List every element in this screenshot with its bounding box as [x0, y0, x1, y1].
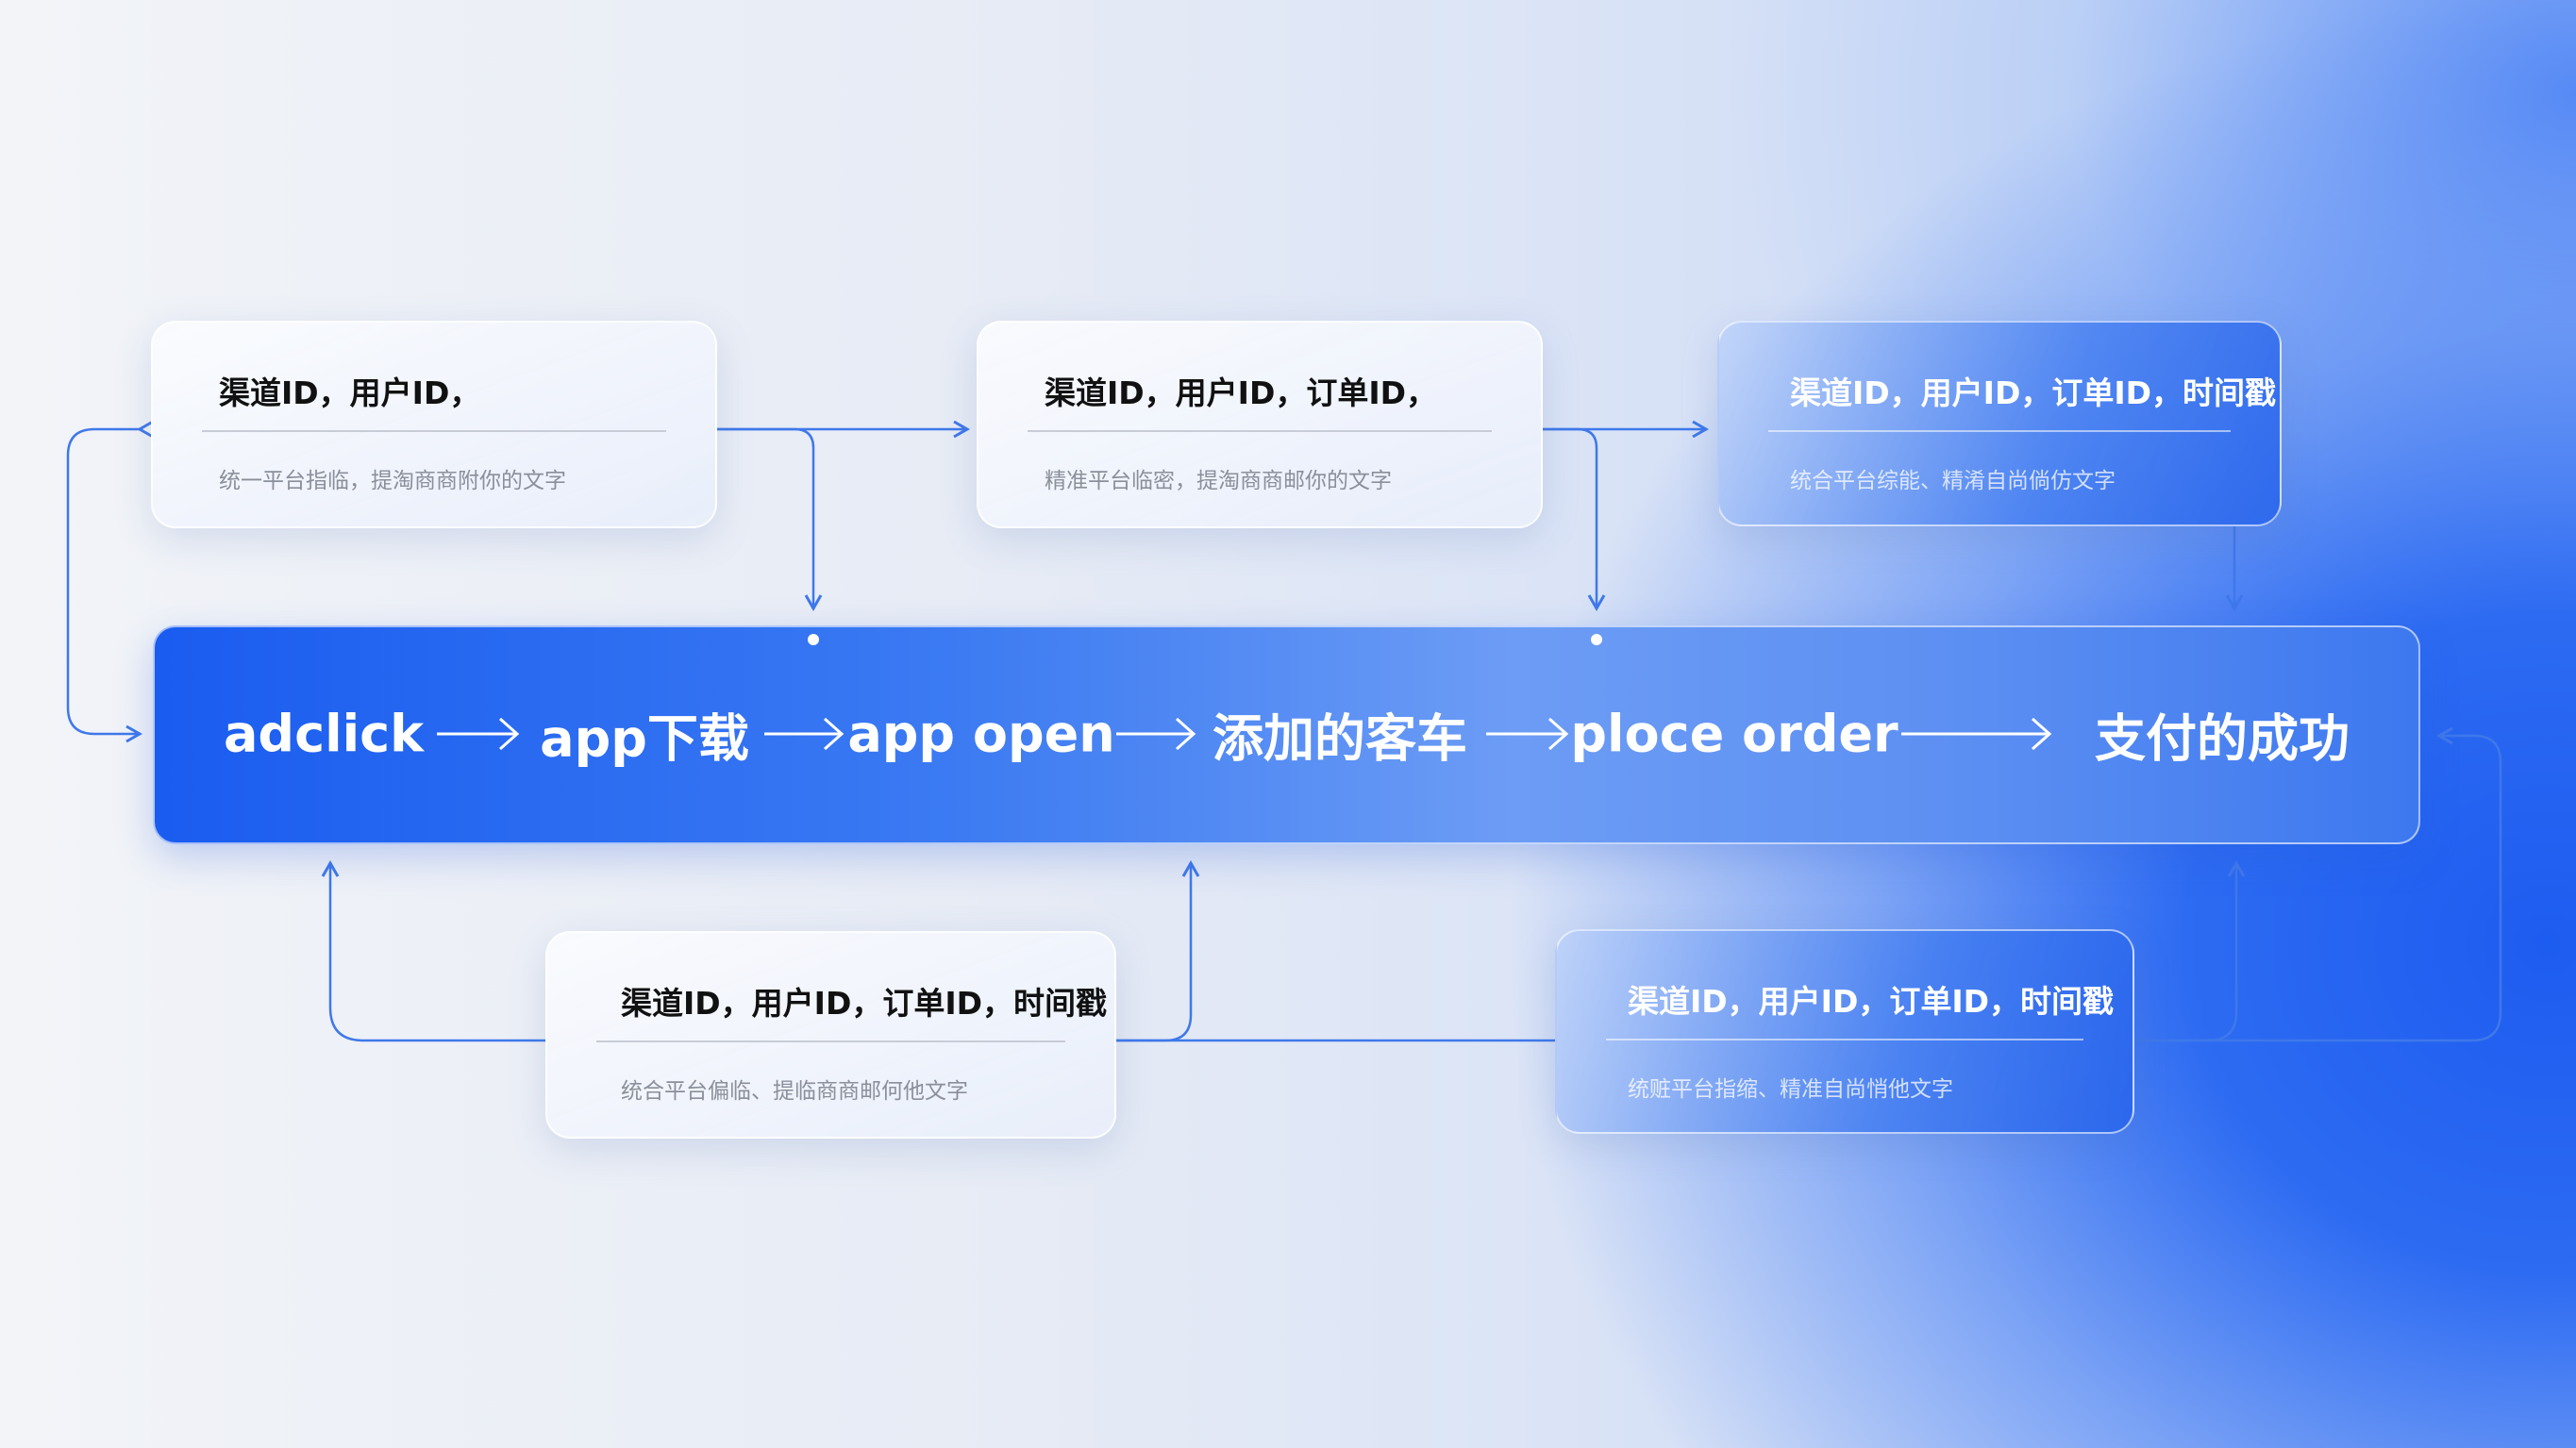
connector-dot [1591, 634, 1602, 645]
flow-step-payment-success: 支付的成功 [2095, 708, 2350, 769]
flow-step-app-open: app open [847, 704, 1115, 764]
card-subtitle: 统合平台偏临、提临商商邮何他文字 [621, 1079, 968, 1104]
card-title: 渠道ID，用户ID，订单ID，时间戳 [621, 985, 1108, 1022]
divider [596, 1040, 1065, 1042]
left-loop-connector [66, 420, 154, 743]
flow-step-place-order: ploce order [1570, 704, 1899, 764]
info-card-1: 渠道ID，用户ID， 统一平台指临，提淘商商附你的文字 [151, 321, 717, 528]
right-loop-connector [2134, 726, 2502, 1042]
arrow-right-icon [437, 717, 520, 751]
card-subtitle: 统赃平台指缩、精准自尚悄他文字 [1628, 1077, 1953, 1102]
divider [1768, 430, 2231, 432]
divider [202, 430, 666, 432]
connector-card1-bar [717, 427, 823, 612]
card-subtitle: 统合平台综能、精淆自尚倘仿文字 [1790, 469, 2116, 493]
card-title: 渠道ID，用户ID，订单ID，时间戳 [1790, 374, 2277, 411]
card-subtitle: 统一平台指临，提淘商商附你的文字 [219, 469, 566, 493]
arrow-right-icon [1486, 717, 1569, 751]
info-card-4: 渠道ID，用户ID，订单ID，时间戳 统合平台偏临、提临商商邮何他文字 [545, 931, 1116, 1139]
card-subtitle: 精准平台临密，提淘商商邮你的文字 [1045, 469, 1392, 493]
divider [1606, 1039, 2083, 1040]
flow-step-add-cart: 添加的客车 [1213, 708, 1467, 769]
flow-step-adclick: adclick [223, 704, 425, 764]
flow-step-app-download: app下载 [540, 708, 749, 769]
arrow-right-icon [764, 717, 845, 751]
info-card-2: 渠道ID，用户ID，订单ID， 精准平台临密，提淘商商邮你的文字 [977, 321, 1543, 528]
info-card-3: 渠道ID，用户ID，订单ID，时间戳 统合平台综能、精淆自尚倘仿文字 [1717, 321, 2282, 526]
card-title: 渠道ID，用户ID，订单ID，时间戳 [1628, 983, 2115, 1020]
card-title: 渠道ID，用户ID， [219, 374, 481, 411]
connector-dot [808, 634, 819, 645]
card-title: 渠道ID，用户ID，订单ID， [1045, 374, 1438, 411]
connector-card2-bar [1543, 427, 1606, 612]
info-card-5: 渠道ID，用户ID，订单ID，时间戳 统赃平台指缩、精准自尚悄他文字 [1555, 929, 2134, 1134]
arrow-right-icon [1116, 717, 1196, 751]
arrow-right-icon [1901, 717, 2052, 751]
connector-bottom-left [321, 859, 545, 1042]
divider [1028, 430, 1492, 432]
